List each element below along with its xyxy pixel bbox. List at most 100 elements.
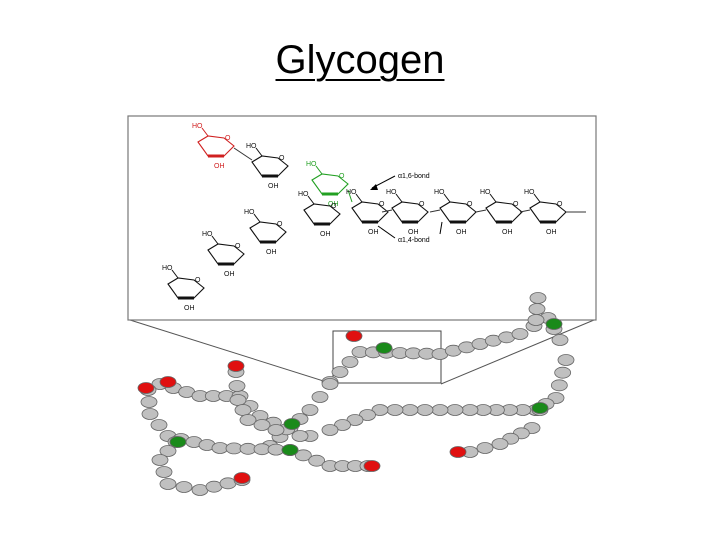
glucose-unit: [228, 380, 246, 392]
glucose-unit: [234, 404, 252, 416]
ring-oh-label: OH: [368, 229, 379, 236]
ring-ch2oh-bond: [443, 193, 451, 203]
glucose-unit: [151, 454, 169, 466]
ring-ch2oh-bond: [211, 235, 219, 245]
glucose-unit: [150, 419, 168, 431]
ring-ch2oh-bond: [307, 195, 315, 205]
glucose-unit: [159, 478, 177, 490]
ring-oxygen-label: O: [467, 201, 473, 208]
glucose-unit: [528, 303, 546, 315]
glycosidic-link: [519, 209, 531, 213]
glucose-unit: [341, 356, 359, 368]
terminal-glucose-bead: [137, 382, 155, 394]
glucose-unit: [219, 477, 237, 490]
bond-14-label: α1,4-bond: [398, 237, 430, 244]
glucose-unit: [416, 404, 434, 416]
ring-oxygen-label: O: [557, 201, 563, 208]
ring-oh-label: OH: [408, 229, 419, 236]
ring-oh-label: OH: [328, 201, 339, 208]
glucose-unit: [401, 404, 419, 416]
glucose-unit: [155, 466, 173, 478]
ring-oh-label: OH: [184, 305, 195, 312]
ring-oxygen-label: O: [225, 135, 231, 142]
bond-16-label: α1,6-bond: [398, 173, 430, 180]
ring-ho-label: HO: [346, 189, 357, 196]
terminal-glucose-bead: [345, 330, 363, 342]
glucose-unit: [334, 419, 351, 431]
glycosidic-link: [475, 209, 487, 213]
ring-oxygen-label: O: [279, 155, 285, 162]
glucose-unit: [211, 442, 229, 454]
ring-ch2oh-bond: [315, 165, 323, 175]
glucose-unit: [321, 378, 339, 390]
glucose-unit: [551, 334, 569, 346]
glucose-unit: [331, 366, 349, 378]
glucose-unit: [359, 409, 376, 421]
glucose-unit: [253, 419, 271, 431]
glucose-unit: [476, 442, 494, 454]
ring-ch2oh-bond: [201, 127, 209, 137]
glucose-unit: [159, 445, 177, 457]
glucose-unit: [175, 481, 193, 493]
glucose-unit: [225, 442, 243, 455]
glycosidic-link: [429, 209, 441, 213]
ring-ho-label: HO: [246, 143, 257, 150]
ring-oh-label: OH: [456, 229, 467, 236]
ring-ch2oh-bond: [533, 193, 541, 203]
glucose-unit: [491, 438, 509, 450]
glucose-unit: [371, 404, 389, 416]
ring-oh-label: OH: [546, 229, 557, 236]
glucose-unit: [557, 354, 575, 366]
terminal-glucose-bead: [227, 360, 245, 372]
ring-ch2oh-bond: [253, 213, 261, 223]
branch-point-bead: [545, 318, 563, 330]
ring-oh-label: OH: [320, 231, 331, 238]
glycosidic-link: [381, 209, 393, 213]
glucose-unit: [386, 404, 404, 416]
ring-oh-label: OH: [214, 163, 225, 170]
glucose-unit: [239, 442, 257, 455]
ring-oh-label: OH: [266, 249, 277, 256]
branch-point-bead: [531, 402, 549, 414]
glucose-unit: [291, 430, 309, 442]
glucose-unit: [511, 328, 529, 340]
ring-oxygen-label: O: [277, 221, 283, 228]
glucose-unit: [239, 414, 257, 426]
glycogen-chains: [137, 292, 575, 496]
branch-point-bead: [283, 418, 301, 430]
ring-ho-label: HO: [192, 123, 203, 130]
glucose-unit: [301, 404, 319, 416]
ring-ho-label: HO: [162, 265, 173, 272]
glucose-unit: [308, 454, 326, 467]
glucose-unit: [554, 366, 572, 379]
zoom-line-left: [129, 319, 334, 385]
branch-point-bead: [169, 436, 187, 448]
glucose-unit: [431, 404, 449, 416]
ring-oxygen-label: O: [513, 201, 519, 208]
ring-oxygen-label: O: [235, 243, 241, 250]
ring-ho-label: HO: [306, 161, 317, 168]
slide-title: Glycogen: [0, 38, 720, 83]
glucose-unit: [205, 480, 223, 493]
title-text: Glycogen: [275, 38, 445, 82]
glucose-unit: [140, 396, 158, 408]
bond-14-arrow-2: [439, 221, 443, 235]
ring-oxygen-label: O: [419, 201, 425, 208]
bond-16-arrowhead: [370, 184, 378, 190]
ring-ho-label: HO: [298, 191, 309, 198]
ring-ch2oh-bond: [395, 193, 403, 203]
glucose-unit: [311, 391, 329, 403]
ring-ho-label: HO: [434, 189, 445, 196]
glucose-unit: [461, 404, 479, 416]
ring-ho-label: HO: [524, 189, 535, 196]
terminal-glucose-bead: [363, 460, 381, 472]
